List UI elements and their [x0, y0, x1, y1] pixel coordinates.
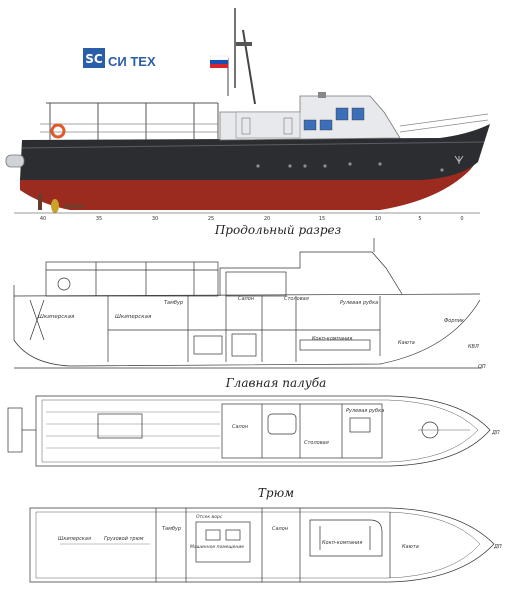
frame-tick: 15 [319, 216, 325, 222]
rudder [38, 194, 42, 210]
sheer-line [21, 141, 485, 149]
logo-mark: SC [85, 52, 103, 66]
frame-tick: 20 [264, 216, 270, 222]
radar-mast [242, 29, 256, 105]
main-deck-plan [7, 395, 491, 467]
label-dining: Столовая [284, 296, 309, 302]
section-title-main-deck: Главная палуба [225, 376, 327, 390]
label-salon: Салон [232, 424, 249, 430]
label-wheelhouse: Рулевая рубка [340, 300, 378, 306]
logo-mark-bg [83, 48, 105, 68]
door [283, 117, 293, 135]
section-title-longitudinal: Продольный разрез [214, 223, 341, 237]
label-baseline: ОП [478, 364, 486, 370]
mast-base [318, 92, 326, 98]
label-salon: Салон [272, 526, 289, 532]
flag-icon [209, 55, 229, 68]
longitudinal-labels: Шкиперская Шкиперская Тамбур Салон Столо… [38, 296, 486, 370]
deckhouse-aft [235, 111, 301, 139]
logo: SC СИ ТЕХ [83, 48, 156, 69]
main-deck-labels: Салон Столовая Рулевая рубка ДП [232, 408, 500, 446]
windows [303, 107, 365, 131]
frame-tick: 40 [40, 216, 46, 222]
frame-tick: 25 [208, 216, 214, 222]
label-cabin: Каюта [398, 340, 415, 346]
frame-scale: 40 35 30 25 20 15 10 5 0 [14, 212, 480, 222]
propeller-icon [51, 199, 59, 213]
label-skipper-aft: Шкиперская [38, 314, 75, 320]
frame-tick: 30 [152, 216, 158, 222]
label-tambur: Тамбур [164, 300, 183, 306]
label-tambur: Тамбур [162, 526, 181, 532]
door [241, 117, 251, 135]
section-title-hold: Трюм [258, 486, 294, 500]
label-wheelhouse: Рулевая рубка [346, 408, 384, 414]
label-cockpit: Кокп-компания [322, 540, 362, 546]
label-dining: Столовая [304, 440, 329, 446]
label-centerline: ДП [491, 430, 500, 436]
frame-tick: 35 [96, 216, 102, 222]
label-skipper: Шкиперская [115, 314, 152, 320]
frame-tick: 5 [418, 216, 421, 222]
side-view [5, 8, 490, 213]
label-compartment: Отсек ворс [196, 514, 223, 520]
anchor-icon [454, 155, 464, 164]
label-skipper: Шкиперская [58, 536, 91, 542]
skeg [64, 204, 84, 208]
aft-canopy [46, 102, 219, 140]
label-centerline: ДП [493, 544, 502, 550]
label-cargo-hold: Грузовой трюм [104, 536, 144, 542]
hull-bottom [20, 160, 478, 210]
label-salon: Салон [238, 296, 255, 302]
label-kvl: КВЛ [468, 344, 479, 350]
label-cabin: Каюта [402, 544, 419, 550]
longitudinal-section [13, 238, 482, 369]
stern-platform [5, 154, 25, 168]
hold-labels: Шкиперская Грузовой трюм Тамбур Машинное… [58, 514, 502, 550]
label-forepeak: Форпик [444, 318, 464, 324]
label-engine-room: Машинное помещение [190, 544, 244, 550]
frame-tick: 10 [375, 216, 381, 222]
hull-topsides [20, 124, 490, 180]
logo-name: СИ ТЕХ [108, 54, 156, 69]
railing [40, 113, 489, 133]
label-cockpit: Кокп-компания [312, 336, 352, 342]
hold-plan [29, 507, 495, 583]
portholes [256, 162, 444, 172]
frame-tick: 0 [460, 216, 463, 222]
radar-antenna [236, 42, 252, 46]
life-ring-icon [50, 123, 66, 139]
